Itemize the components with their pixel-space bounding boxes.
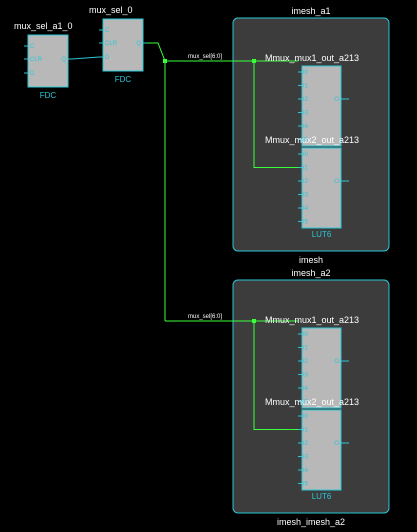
lut-pin-label: I2 <box>303 441 309 447</box>
hier-block-footer: imesh <box>299 255 323 265</box>
pin-label-q: Q <box>136 41 141 47</box>
net-junction <box>252 59 256 63</box>
lut-pin-label: I3 <box>303 193 309 199</box>
lut-pin-label: I0 <box>303 152 309 158</box>
lut-pin-label-o: O <box>334 179 339 185</box>
pin-label-c: C <box>105 28 110 34</box>
lut-pin-label: I4 <box>303 124 309 130</box>
cell-type-label: FDC <box>115 75 132 84</box>
fdc-cell[interactable]: mux_sel_0C CLR D Q FDC <box>89 5 147 84</box>
lut-pin-label: I2 <box>303 179 309 185</box>
lut-instance-name: Mmux_mux2_out_a213 <box>265 135 359 145</box>
lut-pin-label-o: O <box>334 441 339 447</box>
lut-pin-label-o: O <box>334 359 339 365</box>
cell-type-label: FDC <box>40 91 57 100</box>
lut-pin-label: I5 <box>303 482 309 488</box>
lut-pin-label: I3 <box>303 373 309 379</box>
lut-pin-label: I0 <box>303 332 309 338</box>
lut-pin-label: I2 <box>303 359 309 365</box>
hier-block-title: imesh_a1 <box>291 6 330 16</box>
hier-block-title: imesh_a2 <box>291 268 330 278</box>
pin-label-c: C <box>30 44 35 50</box>
net-junction <box>163 59 167 63</box>
lut-pin-label: I4 <box>303 206 309 212</box>
net-junction <box>252 319 256 323</box>
lut6-body <box>301 65 342 147</box>
lut-pin-label: I3 <box>303 455 309 461</box>
lut6-body <box>301 409 342 491</box>
lut-pin-label: I5 <box>303 400 309 406</box>
fdc-cell[interactable]: mux_sel_a1_0C CLR D Q FDC <box>14 21 73 100</box>
lut-pin-label: I1 <box>303 428 309 434</box>
flop-instance-name: mux_sel_a1_0 <box>14 21 73 31</box>
cell-type-label: LUT6 <box>312 492 332 501</box>
bus-name-label: mux_sel[6:0] <box>188 54 222 60</box>
lut-pin-label: I3 <box>303 111 309 117</box>
pin-label-clr: CLR <box>30 57 43 63</box>
bus-name-label: mux_sel[6:0] <box>188 314 222 320</box>
pin-label-d: D <box>105 55 110 61</box>
fdc-body <box>27 34 69 88</box>
lut-pin-label: I4 <box>303 468 309 474</box>
lut6-body <box>301 147 342 229</box>
flop-instance-name: mux_sel_0 <box>89 5 133 15</box>
lut-pin-label: I1 <box>303 346 309 352</box>
lut-pin-label-o: O <box>334 97 339 103</box>
internal-net[interactable] <box>253 61 298 168</box>
lut-instance-name: Mmux_mux1_out_a213 <box>265 315 359 325</box>
lut-pin-label: I5 <box>303 138 309 144</box>
lut-pin-label: I0 <box>303 414 309 420</box>
lut-instance-name: Mmux_mux1_out_a213 <box>265 53 359 63</box>
fdc-body <box>102 18 144 72</box>
cell-type-label: LUT6 <box>312 230 332 239</box>
lut-pin-label: I1 <box>303 84 309 90</box>
lut-pin-label: I4 <box>303 386 309 392</box>
lut-pin-label: I0 <box>303 70 309 76</box>
lut-pin-label: I2 <box>303 97 309 103</box>
lut-pin-label: I1 <box>303 166 309 172</box>
flop-to-flop-net[interactable] <box>71 56 100 60</box>
lut-instance-name: Mmux_mux2_out_a213 <box>265 397 359 407</box>
internal-net[interactable] <box>253 321 298 430</box>
pin-label-d: D <box>30 71 35 77</box>
pin-label-clr: CLR <box>105 41 118 47</box>
mux-sel-net[interactable] <box>147 42 166 321</box>
pin-label-q: Q <box>61 57 66 63</box>
lut6-body <box>301 327 342 409</box>
hier-block-footer: imesh_imesh_a2 <box>277 517 345 527</box>
lut-pin-label: I5 <box>303 220 309 226</box>
